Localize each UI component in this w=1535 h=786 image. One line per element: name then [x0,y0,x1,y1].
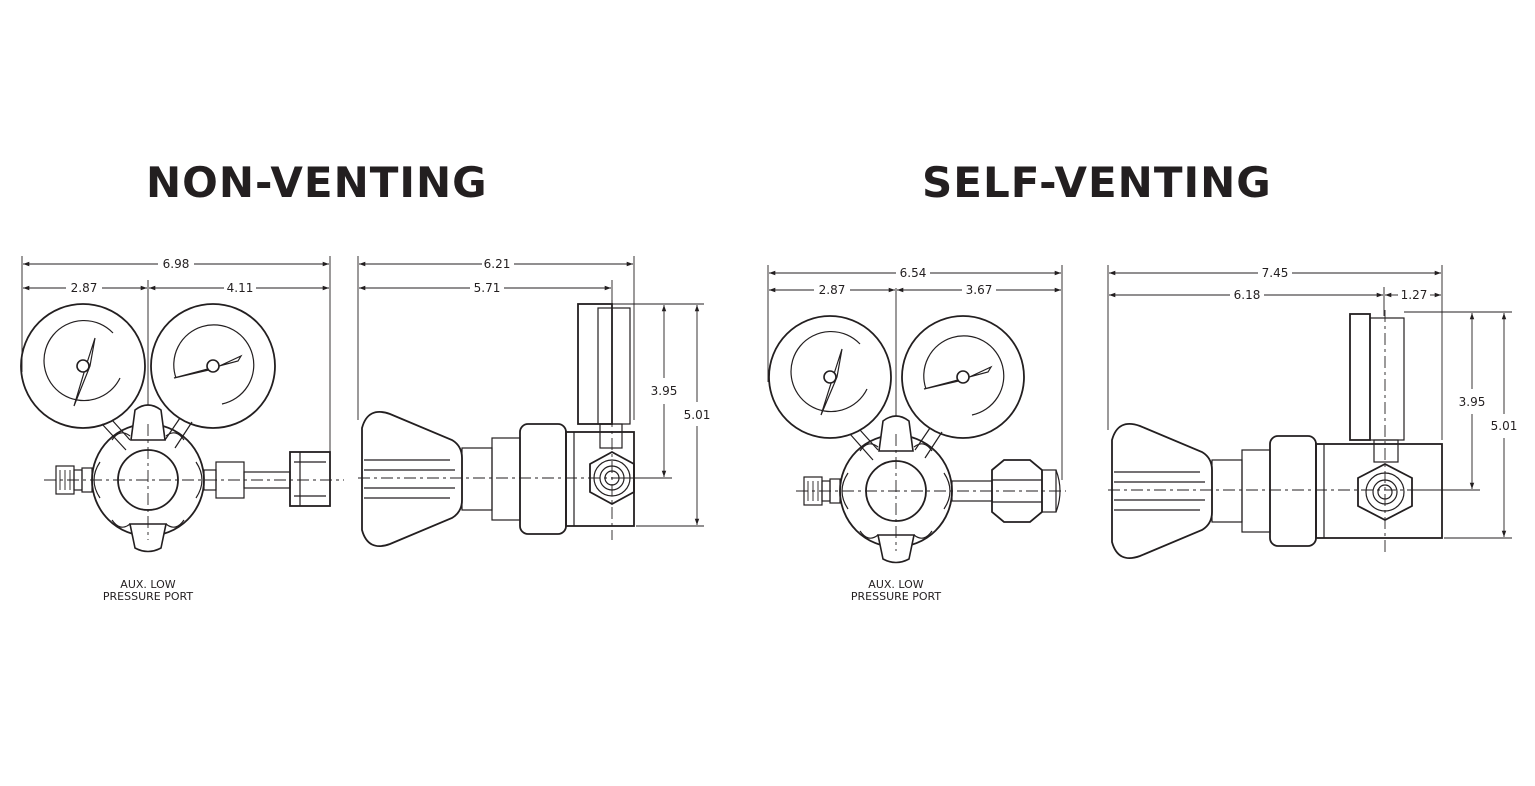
sv-adjusting-knob [1111,422,1213,560]
self-venting-side-view: 7.45 6.18 1.27 3.95 5.01 [1107,265,1518,560]
sv-aux-port-note-line1: AUX. LOW [868,578,923,591]
dim-vent-width: 1.27 [1401,288,1428,302]
dim-height-to-axis: 3.95 [651,384,678,398]
dim-sv-overall-width: 6.54 [900,266,927,280]
dim-sv-overall-height: 5.01 [1491,419,1518,433]
dim-sv-side-partial-width: 6.18 [1234,288,1261,302]
non-venting-front-view: 6.98 2.87 4.11 [20,256,344,603]
aux-port-note-line2: PRESSURE PORT [103,590,193,603]
dim-side-overall-width: 6.21 [484,257,511,271]
dim-sv-side-overall-width: 7.45 [1262,266,1289,280]
dim-sv-right-width: 3.67 [966,283,993,297]
non-venting-side-view: 6.21 5.71 3.95 5.01 [357,256,711,548]
aux-port-note-line1: AUX. LOW [120,578,175,591]
dim-right-width: 4.11 [227,281,254,295]
dim-sv-height-to-axis: 3.95 [1459,395,1486,409]
title-non-venting: NON-VENTING [146,158,488,207]
dim-sv-left-width: 2.87 [819,283,846,297]
sv-aux-port-note-line2: PRESSURE PORT [851,590,941,603]
dim-left-width: 2.87 [71,281,98,295]
sv-outlet-gauge [901,315,1025,439]
sv-inlet-gauge [768,315,892,439]
adjusting-knob [361,410,463,548]
dim-overall-height: 5.01 [684,408,711,422]
dim-side-partial-width: 5.71 [474,281,501,295]
dim-overall-width: 6.98 [163,257,190,271]
outlet-gauge [150,303,276,429]
inlet-connection [203,451,331,507]
inlet-gauge [20,303,146,429]
title-self-venting: SELF-VENTING [922,158,1272,207]
self-venting-front-view: 6.54 2.87 3.67 [767,265,1066,603]
